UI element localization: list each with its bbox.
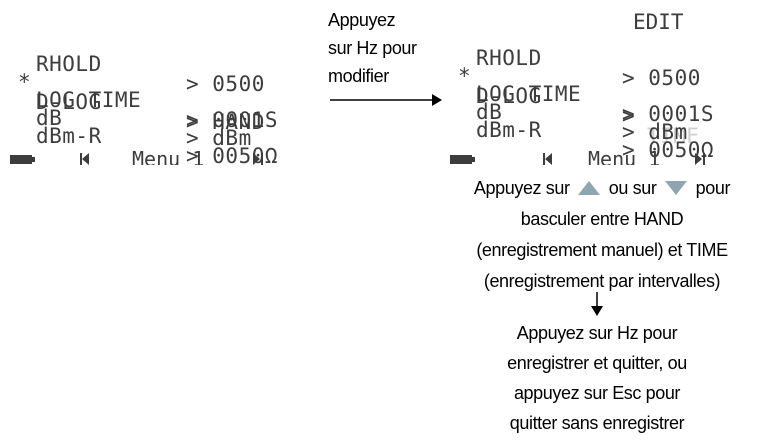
caption-line: Appuyez sur ou sur pour [440,174,764,202]
caption-line: (enregistrement manuel) et TIME [476,240,728,260]
row-value: > dBm [186,126,252,150]
caption-line: quitter sans enregistrer [509,413,685,433]
menu-row-log-time: LOG TIME > 0001S [0,70,278,150]
caption-line: sur Hz pour [328,38,417,58]
left-bar-icon [543,153,545,165]
row-key: dB [36,106,63,130]
battery-icon [10,155,35,164]
right-arrow-icon [253,153,260,165]
down-arrow-head [591,306,603,316]
selection-marker: * [18,70,32,94]
caption-save: Appuyez sur Hz pour enregistrer et quitt… [440,318,754,438]
menu-row-log-time: LOG TIME > 0001S [444,64,714,144]
up-triangle-icon [578,181,601,195]
row-key: dB [476,100,503,124]
left-arrow-icon [545,153,552,165]
down-triangle-icon [665,181,688,195]
caption-text: Appuyez sur [473,178,570,198]
right-bar-icon [261,153,263,165]
menu-row-rhold: RHOLD > 0500 [0,34,264,114]
right-arrow-icon [695,153,702,165]
caption-line: enregistrer et quitter, ou [507,353,687,373]
left-arrow-icon [82,153,89,165]
caption-line: modifier [328,66,389,86]
row-key: dBm-R [36,124,102,148]
row-key: dBm-R [476,118,542,142]
row-value: > 0001S [186,108,279,132]
menu-row-db: dB > dBm [444,82,687,162]
right-bar-icon [703,153,705,165]
row-value: > 0001S [622,102,715,126]
row-value-editing[interactable]: TIME [647,124,700,148]
row-key: D-LOG [36,90,102,114]
row-key: RHOLD [36,52,102,76]
row-value: > dBm [622,120,688,144]
row-value: > 0500 [186,72,265,96]
lcd-screen-edit: EDIT RHOLD > 0500 * D-LOG > TIME LOG TIM… [444,0,764,165]
menu-row-rhold: RHOLD > 0500 [444,28,700,108]
lcd-screen-main: RHOLD > 0500 * D-LOG > HAND LOG TIME > 0… [0,0,316,165]
battery-icon [450,155,475,164]
row-key: RHOLD [476,46,542,70]
caption-line: basculer entre HAND [520,209,684,229]
row-key: LOG TIME [36,88,142,112]
menu-footer: Menu 1 [132,147,205,165]
row-value-prefix: > [622,104,636,128]
left-bar-icon [80,153,82,165]
row-value: > 0500 [622,66,701,90]
caption-line: appuyez sur Esc pour [513,383,681,403]
edit-indicator: EDIT [633,10,684,34]
selection-marker: * [458,64,472,88]
caption-press-hz: Appuyez sur Hz pour modifier [328,6,417,90]
caption-line: Appuyez [328,10,396,30]
row-key: D-LOG [476,84,542,108]
menu-row-dlog: * D-LOG > TIME [444,46,699,165]
row-key: LOG TIME [476,82,582,106]
row-value: > HAND [186,110,265,134]
menu-footer: Menu 1 [588,147,661,165]
caption-line: Appuyez sur Hz pour [516,323,678,343]
caption-text: pour [695,178,731,198]
caption-line: (enregistrement par intervalles) [483,271,721,291]
menu-row-db: dB > dBm [0,88,251,165]
menu-row-dlog: * D-LOG > HAND [0,52,264,152]
edit-arrow-head [432,94,442,106]
caption-text: ou sur [608,178,657,198]
caption-toggle: Appuyez sur ou sur pour basculer entre H… [440,174,764,295]
